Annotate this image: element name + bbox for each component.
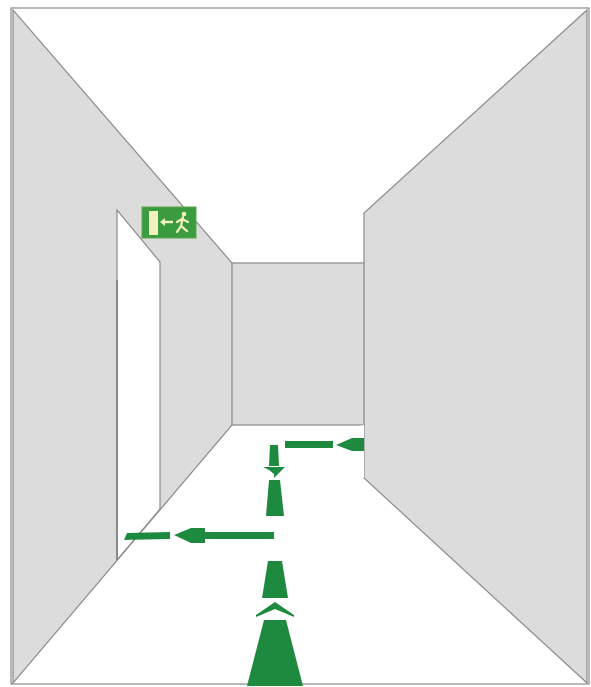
floor-dash (124, 532, 170, 540)
floor-dash (205, 532, 274, 539)
back-wall (232, 263, 364, 425)
emergency-exit-sign-icon (142, 207, 196, 238)
floor-dash (285, 441, 333, 448)
floor-arrow-icon (269, 445, 279, 466)
door-opening (117, 210, 160, 560)
